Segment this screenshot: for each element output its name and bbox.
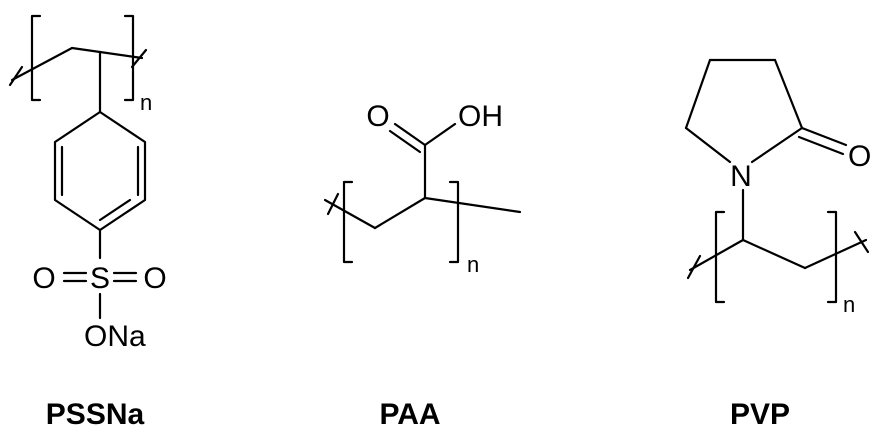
paa-repeat-index: n <box>467 252 479 277</box>
pssna-benzene-ring <box>53 110 147 232</box>
pvp-left-bracket <box>714 210 726 304</box>
paa-carbonyl-oxygen: O <box>366 100 389 133</box>
paa-right-bracket <box>448 180 460 264</box>
pssna-structure: O S O ONa n PSSNa <box>8 14 167 431</box>
pssna-oxygen-left: O <box>32 262 55 295</box>
paa-structure: O OH n PAA <box>323 100 522 431</box>
pssna-sodium-oxide: ONa <box>84 320 146 353</box>
paa-hydroxyl: OH <box>458 100 503 133</box>
paa-caption: PAA <box>379 398 440 431</box>
pvp-caption: PVP <box>730 398 790 431</box>
pvp-carbonyl-oxygen: O <box>848 140 871 173</box>
pvp-right-bracket <box>826 210 838 304</box>
pssna-right-bracket <box>123 14 135 102</box>
pssna-repeat-index: n <box>140 90 152 115</box>
pssna-caption: PSSNa <box>46 398 145 431</box>
pssna-left-bracket <box>30 14 42 102</box>
pvp-structure: N O n PVP <box>684 58 871 431</box>
pssna-sulfur: S <box>90 262 110 295</box>
pvp-ring-nitrogen: N <box>730 160 752 193</box>
pvp-repeat-index: n <box>843 292 855 317</box>
pssna-oxygen-right: O <box>143 262 166 295</box>
paa-left-bracket <box>342 180 354 264</box>
